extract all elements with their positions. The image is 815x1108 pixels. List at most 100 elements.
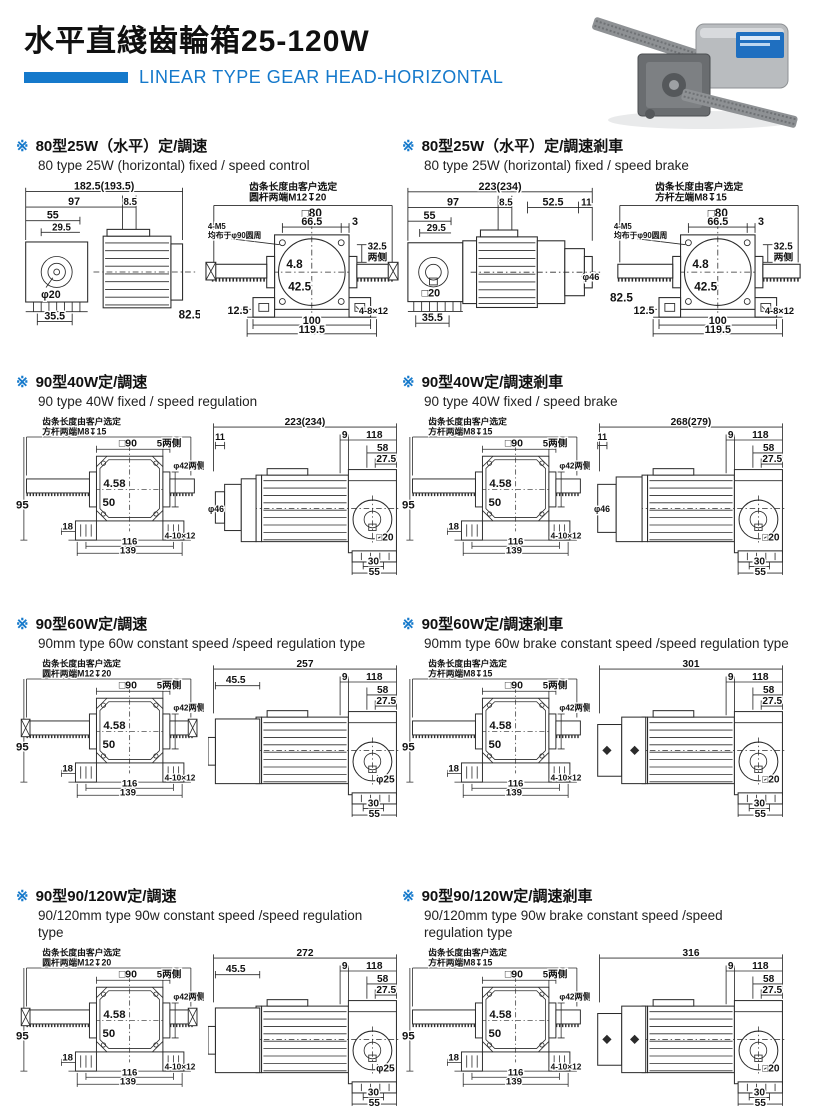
dim-9: 9 bbox=[342, 672, 348, 683]
section-90-120w-brake: ※90型90/120W定/調速剎車 90/120mm type 90w brak… bbox=[402, 888, 812, 1108]
dim-55: 55 bbox=[423, 210, 435, 222]
dim-9: 9 bbox=[342, 430, 348, 441]
dim-116: 116 bbox=[122, 537, 138, 548]
drawing-front-view: 齿条长度由客户选定 圆杆两端M12↧20 4-M5 均布于φ90圆周 □80 6… bbox=[205, 180, 399, 339]
section-header: ※90型60W定/調速剎車 90mm type 60w brake consta… bbox=[402, 616, 812, 653]
dim-shaft: φ20 bbox=[41, 289, 61, 301]
dim-square90: □90 bbox=[505, 970, 523, 981]
section-marker: ※ bbox=[402, 888, 415, 905]
dim-55: 55 bbox=[369, 567, 381, 577]
section-title-en: 90/120mm type 90w constant speed /speed … bbox=[38, 908, 363, 941]
dim-50: 50 bbox=[489, 1028, 502, 1040]
drawing-front-view: 齿条长度由客户选定 方杆两端M8↧15 □90 5两侧 φ42两侧 4.58 5… bbox=[402, 416, 590, 558]
dim-3: 3 bbox=[758, 216, 764, 228]
dim-55: 55 bbox=[755, 809, 767, 819]
dim-shaft: □20 bbox=[376, 533, 394, 544]
dim-total: 182.5(193.5) bbox=[74, 181, 135, 193]
dim-45-5: 45.5 bbox=[226, 964, 246, 975]
dim-95: 95 bbox=[16, 500, 29, 512]
dim-139: 139 bbox=[120, 545, 136, 556]
dim-95: 95 bbox=[402, 742, 415, 754]
dim-46: φ46 bbox=[208, 504, 224, 514]
section-header: ※80型25W（水平）定/調速 80 type 25W (horizontal)… bbox=[16, 138, 402, 175]
dim-11: 11 bbox=[581, 198, 592, 209]
dim-42-5: 42.5 bbox=[694, 281, 717, 294]
section-90-120w-speed: ※90型90/120W定/調速 90/120mm type 90w consta… bbox=[16, 888, 402, 1108]
section-marker: ※ bbox=[402, 616, 415, 633]
dim-12-5: 12.5 bbox=[634, 305, 655, 317]
dim-50: 50 bbox=[103, 1028, 116, 1040]
dim-square90: □90 bbox=[119, 439, 137, 450]
section-80-25w-brake: ※80型25W（水平）定/調速剎車 80 type 25W (horizonta… bbox=[402, 138, 812, 339]
dim-58: 58 bbox=[377, 685, 389, 696]
dim-9: 9 bbox=[342, 961, 348, 972]
dim-116: 116 bbox=[508, 1068, 524, 1079]
drawing-side-view: 316 9 118 58 27.5 □20 30 55 bbox=[597, 947, 787, 1108]
note-rod: 方杆两端M8↧15 bbox=[428, 956, 492, 967]
dim-52-5: 52.5 bbox=[543, 197, 564, 209]
section-header: ※90型90/120W定/調速 90/120mm type 90w consta… bbox=[16, 888, 402, 942]
dim-slot: 4-10×12 bbox=[165, 531, 196, 541]
section-marker: ※ bbox=[16, 888, 29, 905]
dim-100: 100 bbox=[709, 315, 727, 327]
dim-58: 58 bbox=[763, 443, 775, 454]
note-rack: 齿条长度由客户选定 bbox=[42, 416, 121, 427]
dim-55: 55 bbox=[47, 210, 59, 222]
drawing-side-view: 223(234) 97 8.5 52.5 11 55 29.5 □20 35.5… bbox=[407, 180, 601, 328]
dim-brake-dia: φ46 bbox=[582, 272, 599, 282]
label-both-sides: 两侧 bbox=[368, 250, 388, 263]
dim-42-sides: φ42两侧 bbox=[559, 991, 590, 1001]
section-title-en: 80 type 25W (horizontal) fixed / speed c… bbox=[38, 158, 310, 174]
dim-139: 139 bbox=[120, 1076, 136, 1087]
accent-bar bbox=[24, 72, 128, 83]
dim-5-sides: 5两侧 bbox=[543, 680, 568, 692]
dim-42-sides: φ42两侧 bbox=[173, 461, 204, 471]
dim-97: 97 bbox=[68, 196, 80, 208]
dim-97: 97 bbox=[447, 197, 459, 209]
dim-42-5: 42.5 bbox=[288, 281, 311, 294]
dim-square90: □90 bbox=[505, 439, 523, 450]
dim-11: 11 bbox=[597, 432, 607, 442]
dim-42-sides: φ42两侧 bbox=[173, 991, 204, 1001]
drawing-front-view: 齿条长度由客户选定 方杆左端M8↧15 4-M5 均布于φ90圆周 □80 66… bbox=[610, 180, 802, 339]
section-marker: ※ bbox=[16, 616, 29, 633]
dim-4-8: 4.8 bbox=[286, 258, 303, 271]
section-title-en: 90 type 40W fixed / speed regulation bbox=[38, 394, 258, 410]
dim-18: 18 bbox=[448, 1053, 459, 1064]
section-title-en: 90 type 40W fixed / speed brake bbox=[424, 394, 618, 410]
dim-4-58: 4.58 bbox=[489, 720, 511, 732]
dim-118: 118 bbox=[752, 672, 769, 683]
dim-18: 18 bbox=[62, 1053, 73, 1064]
drawing-front-view: 齿条长度由客户选定 方杆两端M8↧15 □90 5两侧 φ42两侧 4.58 5… bbox=[16, 416, 204, 558]
page-title: 水平直綫齒輪箱25-120W bbox=[24, 25, 370, 58]
dim-119-5: 119.5 bbox=[299, 324, 325, 336]
dim-shaft: □20 bbox=[422, 288, 440, 300]
note-rod: 圆杆两端M12↧20 bbox=[249, 191, 327, 204]
dim-27-5: 27.5 bbox=[762, 696, 782, 707]
section-title-cn: 90型90/120W定/調速剎車 bbox=[421, 888, 593, 905]
dim-27-5: 27.5 bbox=[762, 454, 782, 465]
dim-slot: 4-10×12 bbox=[551, 531, 582, 541]
dim-shaft: φ25 bbox=[376, 775, 395, 786]
section-title-en: 90mm type 60w brake constant speed /spee… bbox=[424, 636, 789, 652]
dim-50: 50 bbox=[103, 739, 116, 751]
dim-82-5: 82.5 bbox=[179, 309, 200, 322]
dim-118: 118 bbox=[752, 430, 769, 441]
dim-shaft: □20 bbox=[762, 1064, 780, 1075]
section-title-cn: 90型40W定/調速 bbox=[35, 374, 148, 391]
dim-4-58: 4.58 bbox=[489, 1009, 511, 1021]
dim-58: 58 bbox=[763, 685, 775, 696]
dim-27-5: 27.5 bbox=[376, 454, 396, 465]
note-rod: 方杆两端M8↧15 bbox=[428, 425, 492, 436]
dim-58: 58 bbox=[377, 974, 389, 985]
dim-42-sides: φ42两侧 bbox=[173, 703, 204, 713]
section-90-60w-brake: ※90型60W定/調速剎車 90mm type 60w brake consta… bbox=[402, 616, 812, 819]
dim-total: 257 bbox=[297, 659, 314, 670]
dim-slot: 4-10×12 bbox=[165, 773, 196, 783]
dim-total: 272 bbox=[297, 948, 314, 959]
dim-8-5: 8.5 bbox=[499, 198, 513, 209]
dim-square90: □90 bbox=[505, 681, 523, 692]
note-rack: 齿条长度由客户选定 bbox=[428, 416, 507, 427]
dim-100: 100 bbox=[303, 315, 321, 327]
section-title-cn: 80型25W（水平）定/調速 bbox=[35, 138, 208, 155]
